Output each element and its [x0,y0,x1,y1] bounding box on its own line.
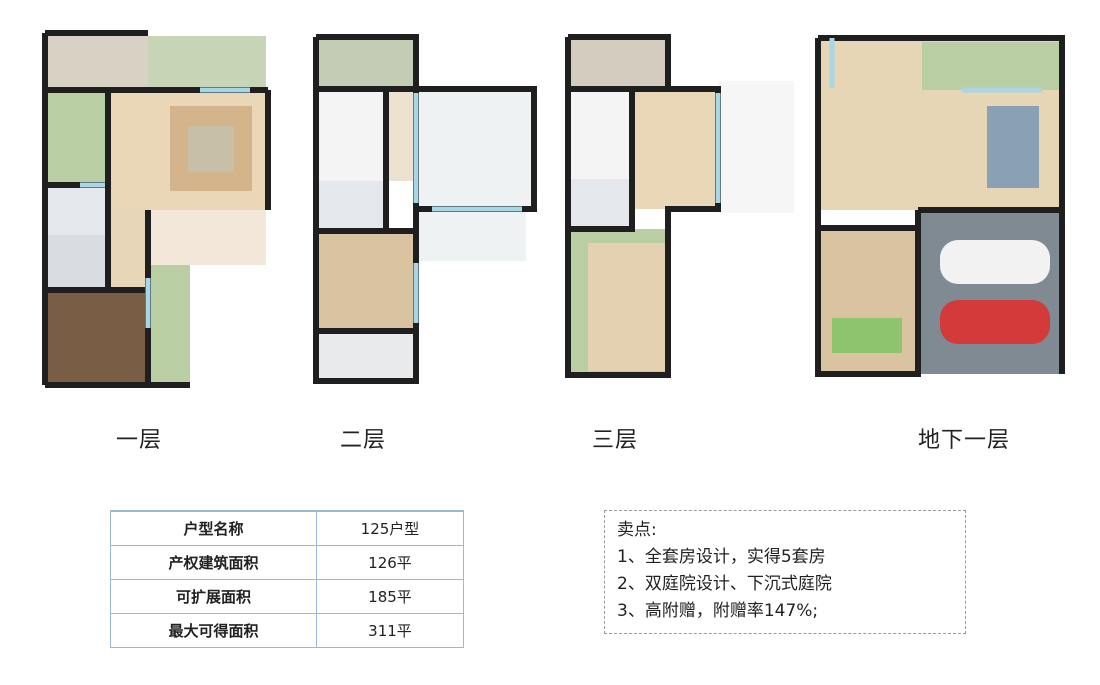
selling-points-box: 卖点: 1、全套房设计，实得5套房 2、双庭院设计、下沉式庭院 3、高附赠，附赠… [604,510,966,634]
selling-points-title: 卖点: [617,520,657,540]
selling-point-item: 3、高附赠，附赠率147%; [617,601,819,621]
selling-point-item: 2、双庭院设计、下沉式庭院 [617,574,832,594]
spec-value: 126平 [316,545,464,580]
floor-plan-basement [812,28,1070,380]
floor-label-basement: 地下一层 [918,428,1011,453]
table-row: 最大可得面积 311平 [110,613,464,648]
spec-value: 125户型 [316,510,464,546]
spec-key: 可扩展面积 [110,579,317,614]
spec-value: 185平 [316,579,464,614]
table-row: 可扩展面积 185平 [110,579,464,614]
spec-key: 户型名称 [110,510,317,546]
floor-plan-1 [40,28,272,390]
floor-plan-3 [564,33,800,379]
table-row: 产权建筑面积 126平 [110,545,464,580]
floor-label-1: 一层 [116,428,163,453]
spec-table: 户型名称 125户型 产权建筑面积 126平 可扩展面积 185平 最大可得面积… [110,510,464,648]
table-row: 户型名称 125户型 [110,510,464,546]
spec-key: 最大可得面积 [110,613,317,648]
selling-point-item: 1、全套房设计，实得5套房 [617,547,826,567]
floor-plan-2 [312,33,540,385]
spec-key: 产权建筑面积 [110,545,317,580]
floor-label-2: 二层 [340,428,387,453]
spec-value: 311平 [316,613,464,648]
floor-label-3: 三层 [592,428,639,453]
